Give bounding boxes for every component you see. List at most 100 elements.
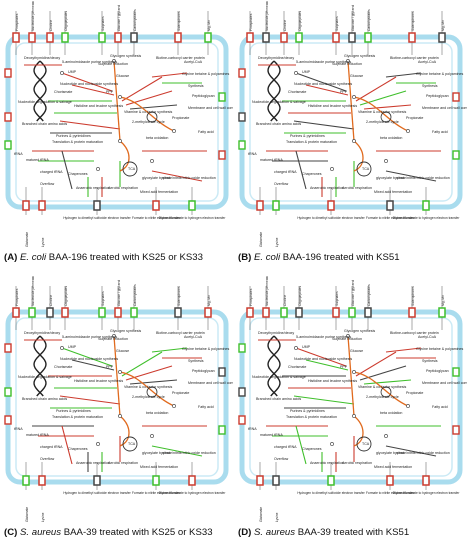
pathway-label: Histidine and leucine synthesis bbox=[308, 379, 357, 383]
dna-strand bbox=[267, 335, 281, 397]
transporter-box bbox=[386, 475, 394, 486]
pathway-label: Glycogen synthesis bbox=[110, 54, 141, 58]
pathway-label: TCA bbox=[128, 167, 136, 171]
metabolite-node bbox=[150, 159, 154, 163]
dna-strand bbox=[267, 60, 281, 122]
pathway-label: Mixed acid fermentation bbox=[374, 465, 412, 469]
pathway-label: tRNA bbox=[14, 152, 23, 156]
caption-organism: E. coli bbox=[20, 252, 47, 263]
caption-letter: (C) bbox=[4, 527, 18, 538]
pathway-label: Chaperones bbox=[68, 172, 88, 176]
caption-text: BAA-196 treated with KS51 bbox=[280, 252, 400, 263]
pathway-arrow bbox=[125, 365, 173, 381]
pathway-arrow bbox=[359, 90, 407, 106]
transporter-box bbox=[188, 200, 196, 211]
pathway-label: Purines & pyrimidines bbox=[56, 134, 91, 138]
pathway-label: Overflow bbox=[40, 457, 55, 461]
metabolite-node bbox=[352, 370, 356, 374]
inner-membrane bbox=[15, 42, 219, 202]
pathway-label: Synthesis bbox=[422, 359, 438, 363]
transporter-label: Phosphates bbox=[15, 288, 19, 306]
transporter-box bbox=[280, 307, 288, 318]
pathway-label: Fatty acid bbox=[198, 130, 214, 134]
pathway-label: TCA bbox=[128, 442, 136, 446]
pathway-label: matured tRNA bbox=[260, 433, 283, 437]
pathway-label: Acetyl-CoA bbox=[418, 60, 437, 64]
pathway-label: 5-aminoimidazole purine synthesis bbox=[62, 335, 117, 339]
pathway-label: Purines & pyrimidines bbox=[290, 134, 325, 138]
tca-cycle bbox=[122, 161, 138, 177]
transporter-box bbox=[256, 200, 264, 211]
pathway-label: nitrate/nitrite/nitric oxide reduction bbox=[396, 176, 450, 180]
pathway-label: UMP bbox=[302, 70, 311, 74]
transporter-label: Glutamate bbox=[259, 507, 263, 522]
pathway-label: charged tRNA bbox=[40, 170, 63, 174]
pathway-label: 5-aminoimidazole purine synthesis bbox=[296, 60, 351, 64]
transporter-box bbox=[61, 32, 69, 43]
caption-organism: S. aureus bbox=[254, 527, 296, 538]
metabolite-node bbox=[406, 129, 410, 133]
tca-cycle bbox=[356, 436, 372, 452]
caption-d: (D) S. aureus BAA-39 treated with KS51 bbox=[238, 527, 466, 539]
metabolite-node bbox=[352, 95, 356, 99]
pathway-arrow bbox=[125, 90, 173, 106]
pathway-arrow bbox=[121, 76, 163, 102]
pathway-label: Translation & protein maturation bbox=[52, 415, 103, 419]
transporter-label: Glutamate bbox=[25, 232, 29, 247]
pathway-arrow bbox=[151, 445, 203, 457]
pathway-label: Biotine-carboxyl carrier protein bbox=[156, 56, 205, 60]
transporter-box bbox=[327, 200, 335, 211]
transporter-label: Formate to nitrite electron transfer bbox=[366, 491, 415, 495]
transporter-box bbox=[204, 32, 212, 43]
pathway-label: Anaerobic respiration bbox=[310, 186, 344, 190]
pathway-label: Deoxythymidine/deoxy bbox=[258, 56, 294, 60]
transporter-box bbox=[22, 200, 30, 211]
metabolite-node bbox=[384, 434, 388, 438]
pathway-label: Nucleotide degradation & salvage bbox=[18, 100, 72, 104]
transporter-label: Glucose / glycerol bbox=[117, 280, 121, 306]
pathway-label: Deoxythymidine/deoxy bbox=[24, 331, 60, 335]
pathway-label: Peptidoglycan bbox=[426, 369, 449, 373]
caption-c: (C) S. aureus BAA-39 treated with KS25 o… bbox=[4, 527, 232, 539]
pathway-arrow bbox=[129, 104, 178, 110]
transporter-box bbox=[61, 307, 69, 318]
transporter-label: Hydrogen to dimethyl sulfoxide electron … bbox=[63, 491, 131, 495]
transporter-label: Nucleotide permease bbox=[31, 1, 35, 31]
pathway-arrow bbox=[61, 425, 73, 465]
dna-strand bbox=[267, 60, 281, 122]
pathway-label: beta oxidation bbox=[380, 411, 402, 415]
pathway-label: UMP bbox=[68, 345, 77, 349]
pathway-label: Branched chain amino acids bbox=[256, 397, 301, 401]
metabolite-node bbox=[60, 71, 64, 75]
metabolite-node bbox=[60, 346, 64, 350]
pathway-label: Fatty acid bbox=[432, 130, 448, 134]
transporter-label: Glucose / glycerol bbox=[351, 5, 355, 31]
dna-strand bbox=[33, 335, 47, 397]
pathway-arrow bbox=[359, 365, 407, 381]
pathway-label: glyoxylate bypass bbox=[142, 451, 171, 455]
pathway-label: Nucleotide degradation & salvage bbox=[252, 375, 306, 379]
transporter-label: Hydrogen to dimethyl sulfoxide electron … bbox=[297, 216, 365, 220]
pathway-label: matured tRNA bbox=[26, 158, 49, 162]
caption-organism: S. aureus bbox=[20, 527, 62, 538]
pathway-label: Aerobic respiration bbox=[342, 186, 372, 190]
pathway-arrow bbox=[293, 120, 355, 130]
pathway-label: PPP bbox=[106, 365, 114, 369]
central-pathway bbox=[347, 60, 355, 142]
pathway-label: tRNA bbox=[14, 427, 23, 431]
caption-a: (A) E. coli BAA-196 treated with KS25 or… bbox=[4, 252, 232, 264]
pathway-label: UMP bbox=[302, 345, 311, 349]
transporter-label: Formate to nitrite electron transfer bbox=[132, 491, 181, 495]
transporter-label: Choline bbox=[49, 20, 53, 31]
pathway-label: Nucleotide and nucleoside synthesis bbox=[60, 82, 118, 86]
transporter-box bbox=[130, 32, 138, 43]
pathway-arrow bbox=[295, 347, 347, 367]
transporter-label: Glycerol/fumarate to hydrogen electron t… bbox=[393, 216, 461, 220]
pathway-label: Biotine-carboxyl carrier protein bbox=[390, 331, 439, 335]
pathway-label: Vitamine & co-factor synthesis bbox=[358, 385, 406, 389]
pathway-label: Deoxythymidine/deoxy bbox=[24, 56, 60, 60]
pathway-label: matured tRNA bbox=[260, 158, 283, 162]
transporter-box bbox=[46, 32, 54, 43]
pathway-label: Overflow bbox=[40, 182, 55, 186]
